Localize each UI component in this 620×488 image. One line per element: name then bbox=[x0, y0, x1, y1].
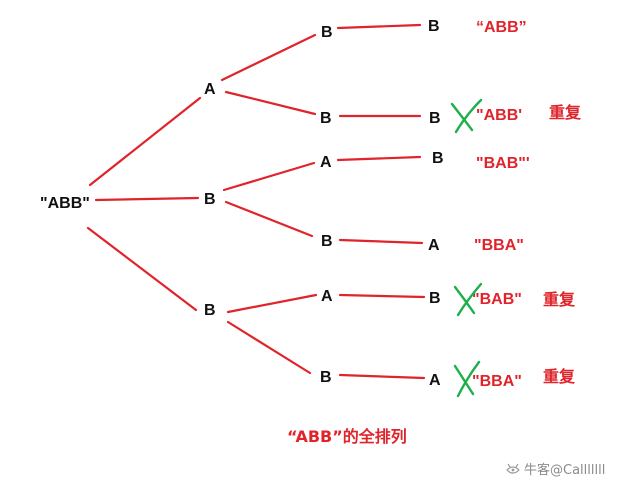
level2-node: B bbox=[321, 24, 333, 41]
level2-node: B bbox=[320, 110, 332, 127]
edge-root-to-A bbox=[88, 96, 202, 187]
edge-leaf bbox=[338, 238, 424, 245]
level3-node: B bbox=[429, 290, 441, 307]
level3-node: A bbox=[428, 237, 440, 254]
level1-node: A bbox=[204, 81, 216, 98]
permutation-result: “ABB” bbox=[476, 19, 527, 36]
root-node: "ABB" bbox=[40, 195, 90, 212]
edge-root-to-B1 bbox=[94, 196, 200, 202]
level3-node: B bbox=[432, 150, 444, 167]
permutation-result: "BBA" bbox=[474, 237, 524, 254]
duplicate-label: 重复 bbox=[543, 290, 576, 309]
edge-B2-to-A bbox=[226, 293, 318, 314]
level2-node: B bbox=[321, 233, 333, 250]
level2-node: A bbox=[320, 154, 332, 171]
level2-node: B bbox=[320, 369, 332, 386]
diagram-caption: “ABB”的全排列 bbox=[287, 427, 407, 446]
duplicate-cross-icon bbox=[450, 98, 483, 134]
edge-B1-to-A bbox=[222, 161, 316, 192]
permutation-result: "BAB"' bbox=[476, 155, 530, 172]
edge-root-to-B2 bbox=[86, 226, 198, 312]
edge-leaf bbox=[336, 23, 422, 30]
level3-node: A bbox=[429, 372, 441, 389]
duplicate-label: 重复 bbox=[543, 367, 576, 386]
edge-A-to-B bbox=[224, 90, 317, 116]
edge-B1-to-B bbox=[224, 200, 314, 238]
edge-B2-to-B bbox=[226, 320, 312, 375]
nowcoder-logo-icon bbox=[506, 463, 520, 474]
edge-A-to-B bbox=[220, 33, 317, 82]
permutation-result: "BAB" bbox=[472, 291, 522, 308]
edge-leaf bbox=[338, 293, 426, 299]
edge-leaf bbox=[336, 155, 422, 162]
level3-node: B bbox=[429, 110, 441, 127]
permutation-result: "BBA" bbox=[472, 373, 522, 390]
level1-node: B bbox=[204, 191, 216, 208]
level1-node: B bbox=[204, 302, 216, 319]
duplicate-cross-icon bbox=[453, 360, 481, 398]
level2-node: A bbox=[321, 288, 333, 305]
level3-node: B bbox=[428, 18, 440, 35]
edge-leaf bbox=[338, 373, 426, 380]
duplicate-label: 重复 bbox=[549, 103, 582, 122]
watermark-text: 牛客@Calllllll bbox=[524, 462, 605, 478]
permutation-result: "ABB' bbox=[476, 107, 522, 124]
duplicate-cross-icon bbox=[453, 282, 483, 317]
